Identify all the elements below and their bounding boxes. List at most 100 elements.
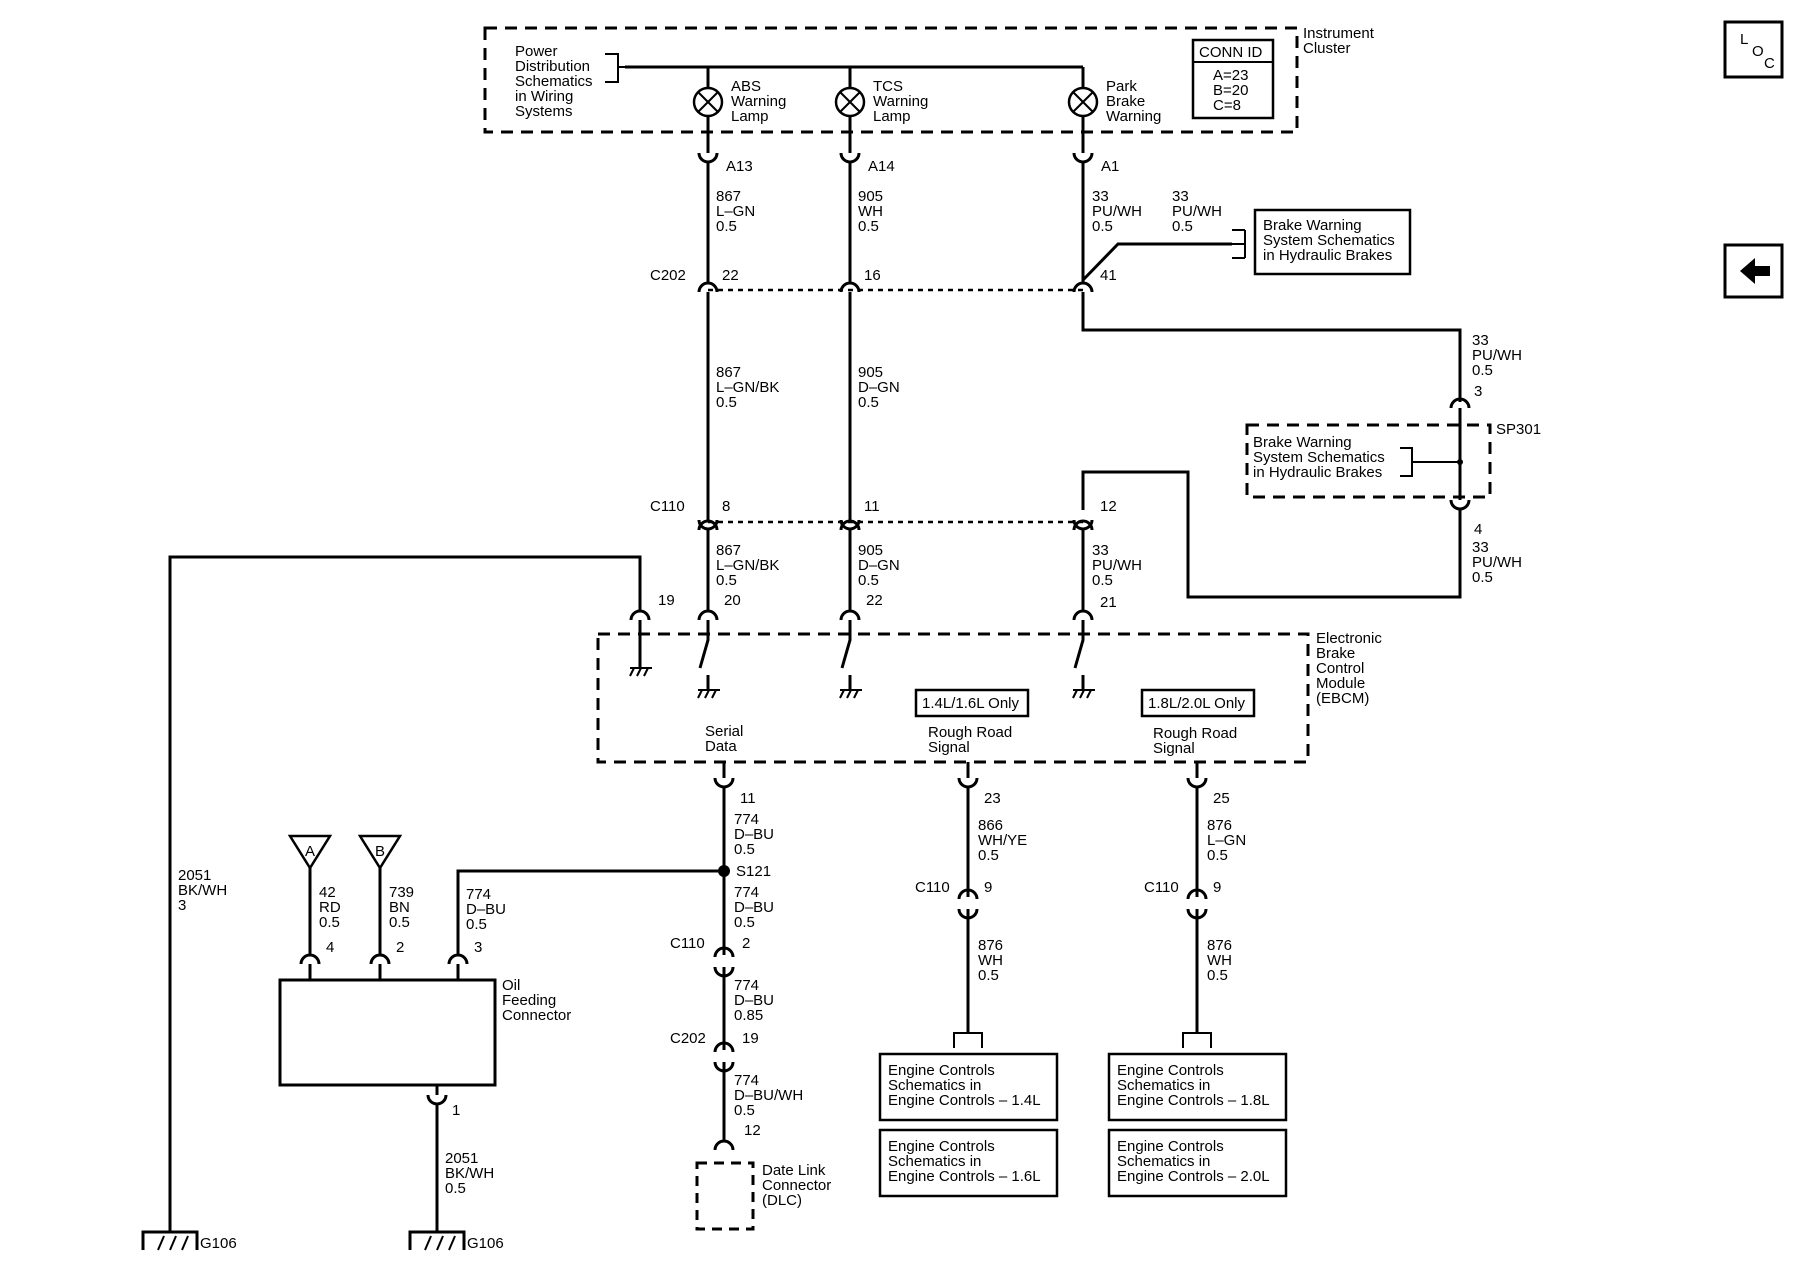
- diagram-label: 0.5: [734, 841, 755, 858]
- dlc-connector[interactable]: Date Link Connector (DLC): [695, 1161, 831, 1231]
- connector-a-triangle-icon: A: [287, 834, 333, 871]
- wire-876-c: 876 WH 0.5: [1207, 937, 1232, 984]
- diagram-label: WH: [858, 203, 883, 220]
- wire-33-upper-right: 33 PU/WH 0.5: [1172, 188, 1222, 235]
- diagram-label: 2: [742, 935, 750, 952]
- ebcm-title-4: Module: [1316, 675, 1365, 692]
- g106-left-label: G106: [200, 1235, 237, 1252]
- engine-4-label-2: Schematics in: [1117, 1153, 1210, 1170]
- diagram-label: D–GN: [858, 379, 900, 396]
- wire-33-lower: 33 PU/WH 0.5: [1092, 542, 1142, 589]
- brake-warning-ref-box[interactable]: Brake Warning System Schematics in Hydra…: [1253, 208, 1412, 276]
- ground-icon: [839, 689, 862, 699]
- ground-g106-right: G106: [408, 1230, 504, 1252]
- diagram-label: 0.5: [319, 914, 340, 931]
- c110-label: C110: [650, 498, 685, 515]
- diagram-label: 23: [984, 790, 1001, 807]
- diagram-label: 33: [1472, 332, 1489, 349]
- diagram-label: 0.5: [1207, 847, 1228, 864]
- diagram-label: 867: [716, 542, 741, 559]
- diagram-label: 8: [722, 498, 730, 515]
- abs-label-2: Warning: [731, 93, 786, 110]
- diagram-label: 20: [724, 592, 741, 609]
- diagram-label: 876: [1207, 937, 1232, 954]
- engine-controls-2-0l-box[interactable]: Engine Controls Schematics in Engine Con…: [1107, 1128, 1288, 1198]
- diagram-label: BK/WH: [445, 1165, 494, 1182]
- diagram-label: 33: [1472, 539, 1489, 556]
- loc-letter-o: O: [1752, 43, 1764, 60]
- diagram-label: D–BU: [734, 826, 774, 843]
- abs-warning-lamp-icon: [692, 67, 724, 140]
- diagram-label: D–GN: [858, 557, 900, 574]
- diagram-label: 33: [1172, 188, 1189, 205]
- diagram-label: 0.5: [389, 914, 410, 931]
- connector-b-triangle-icon: B: [357, 834, 403, 871]
- engine-controls-1-4l-box[interactable]: Engine Controls Schematics in Engine Con…: [878, 1052, 1059, 1122]
- pin-a13: A13: [726, 158, 753, 175]
- diagram-label: 41: [1100, 267, 1117, 284]
- diagram-label: 0.5: [1172, 218, 1193, 235]
- diagram-label: 11: [864, 498, 880, 515]
- engine-2-label: Engine Controls: [888, 1138, 995, 1155]
- splice-sp301: 3 SP301 4: [1245, 383, 1541, 538]
- diagram-label: 774: [734, 811, 759, 828]
- abs-label: ABS: [731, 78, 761, 95]
- diagram-label: 0.5: [1092, 572, 1113, 589]
- tcs-label: TCS: [873, 78, 903, 95]
- wire-739: 739 BN 0.5: [389, 884, 414, 931]
- tcs-label-2: Warning: [873, 93, 928, 110]
- diagram-label: 1: [452, 1102, 460, 1119]
- loc-button[interactable]: L O C: [1723, 20, 1784, 79]
- diagram-label: 25: [1213, 790, 1230, 807]
- engine-controls-1-6l-box[interactable]: Engine Controls Schematics in Engine Con…: [878, 1128, 1059, 1198]
- c202-label: C202: [650, 267, 686, 284]
- power-label-4: in Wiring: [515, 88, 573, 105]
- c110-lower-label: C110: [670, 935, 705, 952]
- wire-774-c: 774 D–BU 0.85: [734, 977, 774, 1024]
- back-button[interactable]: [1723, 243, 1784, 299]
- wire-867-lower: 867 L–GN/BK 0.5: [716, 542, 779, 589]
- conn-id-c: C=8: [1213, 97, 1241, 114]
- diagram-label: 2051: [178, 867, 211, 884]
- engine-1-label-3: Engine Controls – 1.4L: [888, 1092, 1041, 1109]
- ebcm-title-3: Control: [1316, 660, 1364, 677]
- wire-42: 42 RD 0.5: [319, 884, 341, 931]
- wire-867-middle: 867 L–GN/BK 0.5: [716, 364, 779, 411]
- tri-b-label: B: [375, 843, 385, 860]
- diagram-label: 22: [866, 592, 883, 609]
- engine-controls-1-8l-box[interactable]: Engine Controls Schematics in Engine Con…: [1107, 1052, 1288, 1122]
- diagram-label: 905: [858, 188, 883, 205]
- wire-33-upper-left: 33 PU/WH 0.5: [1092, 188, 1142, 235]
- g106-right-label: G106: [467, 1235, 504, 1252]
- diagram-label: L–GN/BK: [716, 379, 779, 396]
- diagram-label: 12: [1100, 498, 1117, 515]
- park-label: Park: [1106, 78, 1137, 95]
- diagram-label: D–BU: [734, 992, 774, 1009]
- wire-867-upper: 867 L–GN 0.5: [716, 188, 755, 235]
- engine-4-label-3: Engine Controls – 2.0L: [1117, 1168, 1270, 1185]
- serial-data-label-2: Data: [705, 738, 737, 755]
- pin-a14: A14: [868, 158, 895, 175]
- park-label-3: Warning: [1106, 108, 1161, 125]
- rough-road-signal-1: Signal: [928, 739, 970, 756]
- brake-warning-ref-box-2[interactable]: Brake Warning System Schematics in Hydra…: [1253, 434, 1385, 481]
- diagram-label: D–BU: [466, 901, 506, 918]
- ebcm-title-5: (EBCM): [1316, 690, 1369, 707]
- wire-876-a: 876 L–GN 0.5: [1207, 817, 1246, 864]
- wire-876-b: 876 WH 0.5: [978, 937, 1003, 984]
- rough-road-label-2: Rough Road: [1153, 725, 1237, 742]
- brake-ref-label: Brake Warning: [1263, 217, 1362, 234]
- diagram-label: 42: [319, 884, 336, 901]
- diagram-label: 0.5: [858, 572, 879, 589]
- diagram-label: L–GN: [1207, 832, 1246, 849]
- wire-866: 866 WH/YE 0.5: [978, 817, 1027, 864]
- wire-905-upper: 905 WH 0.5: [858, 188, 883, 235]
- oil-label: Oil: [502, 977, 520, 994]
- diagram-label: D–BU: [734, 899, 774, 916]
- diagram-label: 3: [178, 897, 186, 914]
- badge-2-label: 1.8L/2.0L Only: [1148, 695, 1246, 712]
- diagram-label: PU/WH: [1092, 203, 1142, 220]
- engine-1-label: Engine Controls: [888, 1062, 995, 1079]
- loc-letter-c: C: [1764, 55, 1775, 72]
